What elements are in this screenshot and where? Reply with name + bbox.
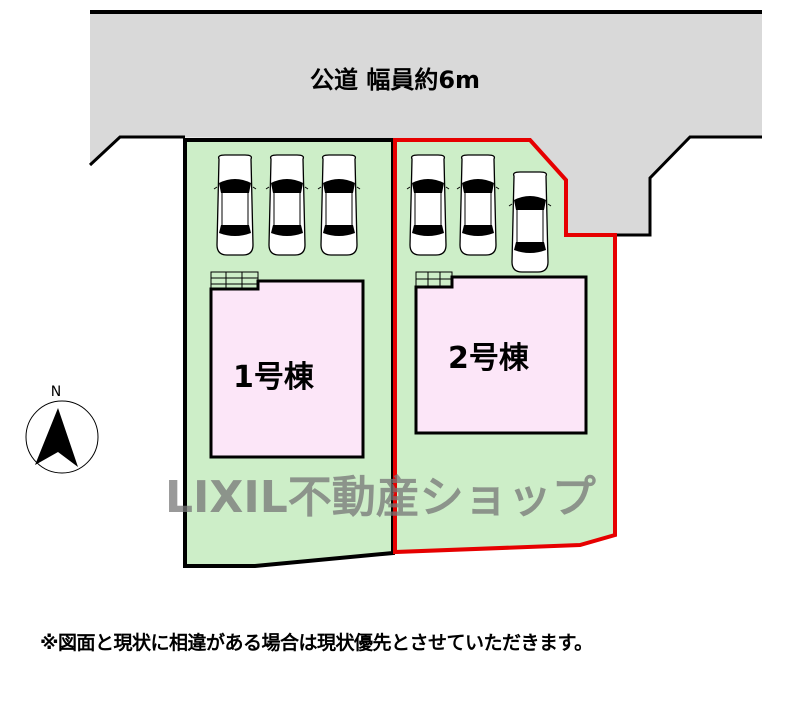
compass-north-label: N bbox=[51, 384, 61, 400]
disclaimer-note: ※図面と現状に相違がある場合は現状優先とさせていただきます。 bbox=[40, 632, 593, 654]
parking-car-icon bbox=[508, 171, 552, 273]
road-label: 公道 幅員約6m bbox=[310, 66, 480, 94]
watermark: LIXIL不動産ショップ bbox=[165, 472, 596, 523]
parking-car-icon bbox=[406, 154, 450, 256]
lot-2-label: 2号棟 bbox=[448, 341, 530, 376]
road-boundary-right bbox=[615, 135, 762, 237]
parking-car-icon bbox=[456, 154, 500, 256]
lot-1-label: 1号棟 bbox=[233, 360, 315, 395]
road-boundary-left bbox=[88, 135, 185, 167]
road-area bbox=[90, 12, 762, 235]
building-2[interactable] bbox=[414, 271, 588, 435]
parking-car-icon bbox=[265, 154, 309, 256]
building-1[interactable] bbox=[209, 271, 365, 459]
parking-car-icon bbox=[317, 154, 361, 256]
north-compass-icon: N bbox=[25, 384, 99, 474]
parking-car-icon bbox=[213, 154, 257, 256]
